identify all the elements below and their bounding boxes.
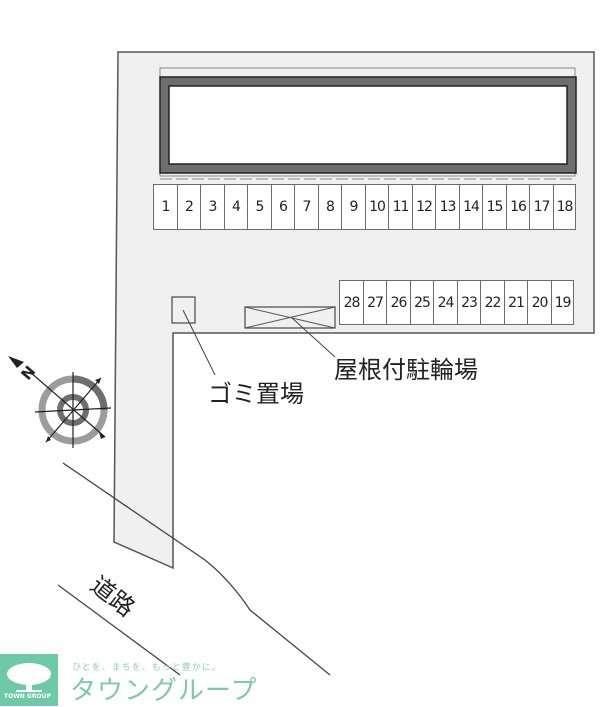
building-interior: [168, 85, 568, 165]
trash-leader-line: [182, 309, 216, 376]
parking-slot: 1: [153, 184, 177, 230]
parking-slot: 25: [410, 280, 433, 325]
parking-slot: 3: [200, 184, 224, 230]
parking-slot: 17: [529, 184, 553, 230]
parking-slot: 22: [480, 280, 504, 325]
parking-slot: 13: [435, 184, 459, 230]
road-edge-lower: [57, 584, 181, 676]
parking-slot: 8: [318, 184, 341, 230]
parking-slot: 14: [459, 184, 482, 230]
parking-slot: 15: [482, 184, 506, 230]
parking-slot: 28: [339, 280, 363, 325]
parking-slot: 4: [224, 184, 247, 230]
parking-slot: 6: [271, 184, 294, 230]
parking-slot: 16: [506, 184, 529, 230]
trash-area-label: ゴミ置場: [208, 380, 304, 408]
logo-brand-name: タウングループ: [70, 676, 258, 706]
parking-slot: 21: [504, 280, 527, 325]
parking-slot: 27: [363, 280, 386, 325]
parking-slot: 18: [553, 184, 576, 230]
parking-slot: 24: [433, 280, 457, 325]
parking-row-bottom: 28 27 26 25 24 23 22 21 20 19: [339, 280, 574, 325]
bicycle-parking-label: 屋根付駐輪場: [334, 356, 478, 384]
parking-slot: 26: [386, 280, 410, 325]
parking-slot: 20: [527, 280, 551, 325]
parking-slot: 19: [551, 280, 574, 325]
parking-slot: 10: [365, 184, 388, 230]
road-edge-upper: [62, 462, 331, 676]
parking-slot: 11: [388, 184, 412, 230]
tree-icon: [7, 663, 51, 692]
parking-slot: 2: [177, 184, 200, 230]
parking-slot: 9: [341, 184, 365, 230]
parking-slot: 5: [247, 184, 271, 230]
logo-badge-text: TOWN GROUP: [4, 693, 51, 700]
logo-slogan: ひとを、まちを、もっと豊かに。: [72, 663, 222, 673]
parking-row-top: 1 2 3 4 5 6 7 8 9 10 11 12 13 14 15 16 1…: [153, 184, 576, 230]
parking-slot: 7: [294, 184, 318, 230]
parking-slot: 12: [412, 184, 435, 230]
compass-icon: [8, 356, 112, 448]
town-group-logo: TOWN GROUP: [0, 654, 58, 706]
parking-slot: 23: [457, 280, 480, 325]
bicycle-leader-line: [291, 317, 336, 358]
